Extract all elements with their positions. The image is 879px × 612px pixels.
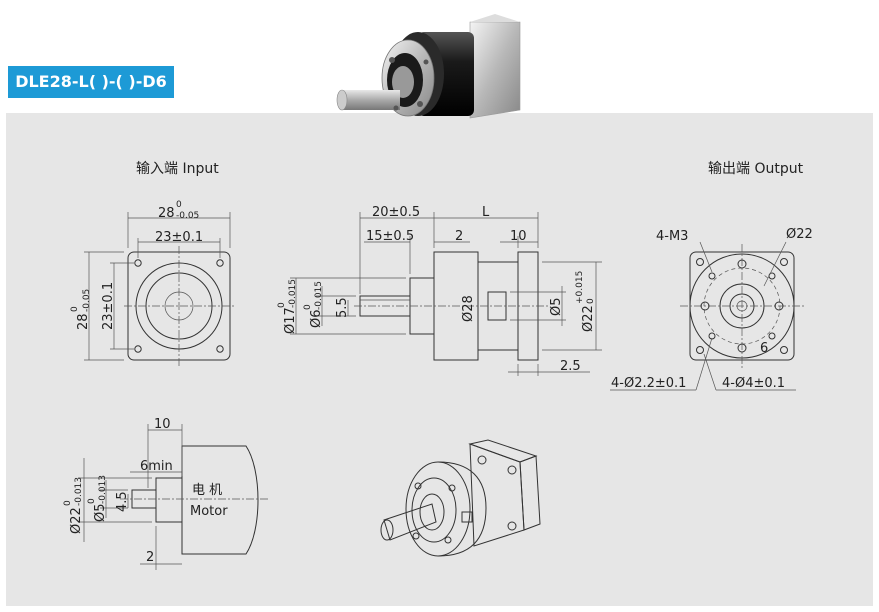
- dim-6-sub: -0.015: [314, 281, 324, 310]
- input-view-label: 输入端 Input: [136, 161, 219, 177]
- input-height-sup: 0: [70, 306, 80, 312]
- dim-10: 10: [510, 229, 527, 244]
- input-width-dim: 28: [158, 206, 175, 221]
- motor-dim-6min: 6min: [140, 459, 173, 474]
- dim-15: 15±0.5: [366, 229, 414, 244]
- input-height-sub: -0.05: [82, 289, 92, 312]
- motor-dim-22-sub: -0.013: [74, 477, 84, 506]
- motor-dim-4-5: 4.5: [115, 491, 130, 512]
- motor-label-en: Motor: [190, 504, 228, 519]
- motor-dim-2: 2: [146, 550, 154, 565]
- input-inner-height-dim: 23±0.1: [101, 282, 116, 330]
- dim-22: Ø22: [581, 305, 596, 332]
- mount-hole: [216, 345, 224, 353]
- dim-6-sup: 0: [303, 304, 313, 310]
- dim-17: Ø17: [283, 307, 298, 334]
- motor-body: [181, 445, 259, 555]
- input-height-dim: 28: [76, 313, 91, 330]
- mount-hole: [134, 259, 142, 267]
- input-inner-width-dim: 23±0.1: [155, 230, 203, 245]
- dim-5: Ø5: [549, 297, 564, 316]
- side-view: 20±0.5 L 15±0.5 2 10 Ø17 0 -0.015 Ø6 0 -…: [277, 205, 602, 376]
- dim-28: Ø28: [461, 295, 476, 322]
- dim-2: 2: [455, 229, 463, 244]
- motor-dim-22-sup: 0: [63, 500, 73, 506]
- output-view: 4-M3 Ø22 6 4-Ø2.2±0.1 4-Ø4±0.1: [610, 227, 813, 391]
- dim-output-6: 6: [760, 341, 768, 356]
- motor-dim-5: Ø5: [93, 503, 108, 522]
- model-title-badge: DLE28-L( )-( )-D6: [8, 66, 174, 98]
- dim-6: Ø6: [309, 309, 324, 328]
- dim-L: L: [482, 205, 490, 220]
- input-width-sub: -0.05: [176, 211, 199, 221]
- dim-22-sup: +0.015: [575, 271, 585, 304]
- motor-label-cn: 电 机: [192, 483, 222, 498]
- motor-dim-5-sup: 0: [87, 498, 97, 504]
- dim-4-m3: 4-M3: [656, 229, 688, 244]
- input-width-sup: 0: [176, 200, 182, 210]
- motor-dim-22: Ø22: [69, 507, 84, 534]
- dim-17-sub: -0.015: [288, 279, 298, 308]
- dim-2-5: 2.5: [560, 359, 581, 374]
- input-view: 28 0 -0.05 23±0.1 28 0 -0.05 23±0.1: [70, 200, 234, 366]
- dim-holes-2-2: 4-Ø2.2±0.1: [611, 376, 686, 391]
- dim-17-sup: 0: [277, 302, 287, 308]
- mount-hole: [216, 259, 224, 267]
- dim-holes-4: 4-Ø4±0.1: [722, 376, 785, 391]
- motor-dim-10: 10: [154, 417, 171, 432]
- mount-hole: [134, 345, 142, 353]
- dim-5-5: 5.5: [335, 297, 350, 318]
- dim-20: 20±0.5: [372, 205, 420, 220]
- motor-view: 电 机 Motor 10 6min Ø22 0 -0.013 Ø5 0 -0.0…: [63, 417, 270, 570]
- output-view-label: 输出端 Output: [708, 161, 804, 177]
- isometric-view: [380, 439, 541, 557]
- product-photo: [336, 14, 521, 119]
- dim-22-sub: 0: [586, 298, 596, 304]
- motor-dim-5-sub: -0.013: [98, 475, 108, 504]
- dim-output-22: Ø22: [786, 227, 813, 242]
